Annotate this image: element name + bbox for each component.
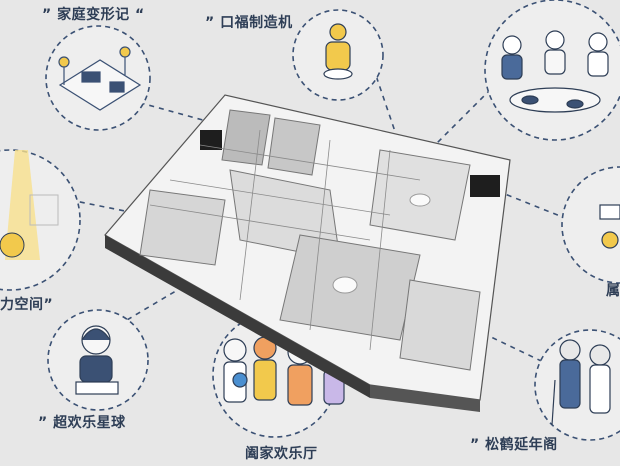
label-kids-planet: ” 超欢乐星球 xyxy=(38,415,126,431)
connector-right xyxy=(489,187,596,231)
label-family-transform: ” 家庭变形记 “ xyxy=(42,7,145,23)
apartment-model xyxy=(104,94,511,412)
study-sketch xyxy=(0,150,59,260)
right-sketch xyxy=(599,204,620,249)
kids-sketch xyxy=(75,325,119,395)
kitchen-sketch xyxy=(323,23,353,80)
circle-right xyxy=(561,166,620,284)
label-family-hall: 阖家欢乐厅 xyxy=(245,446,318,462)
label-partial-right: 属 xyxy=(606,283,620,299)
dining-sketch xyxy=(501,30,609,113)
family-transform-sketch xyxy=(58,46,142,111)
label-study-space: 力空间” xyxy=(0,297,54,313)
elders-sketch xyxy=(551,339,611,426)
label-elders-room: ” 松鹤延年阁 xyxy=(470,437,558,453)
label-kitchen: ” 口福制造机 xyxy=(205,15,293,31)
